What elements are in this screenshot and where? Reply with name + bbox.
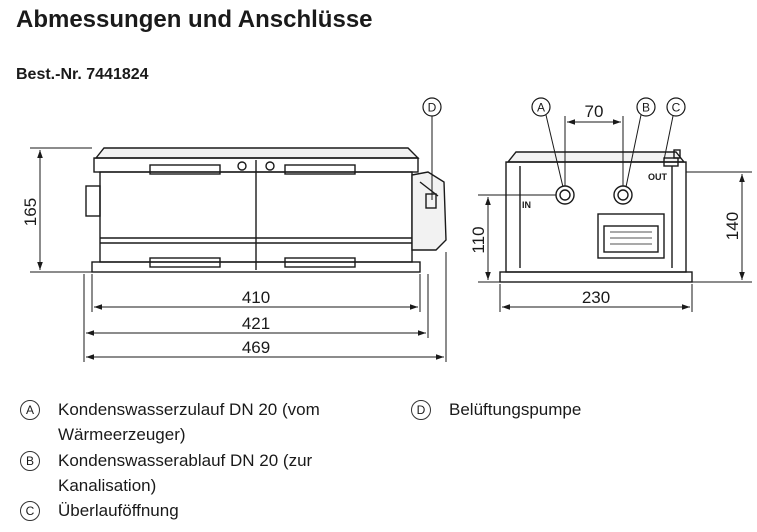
overflow-c-port xyxy=(663,157,679,167)
side-view xyxy=(499,149,693,283)
legend-text-d: Belüftungspumpe xyxy=(449,400,582,419)
legend-text-b: Kondenswasserablauf DN 20 (zur Kanalisat… xyxy=(58,451,313,495)
front-view xyxy=(85,147,447,273)
page-title: Abmessungen und Anschlüsse xyxy=(16,6,373,33)
side-dimensions xyxy=(478,116,752,312)
callout-c: C xyxy=(663,97,686,161)
front-lid xyxy=(94,147,420,159)
dim-label-110: 110 xyxy=(469,226,488,253)
legend-item-b: B Kondenswasserablauf DN 20 (zur Kanalis… xyxy=(20,448,398,498)
svg-text:D: D xyxy=(428,101,437,115)
outlet-b-port xyxy=(613,185,633,205)
legend-key-d: D xyxy=(411,400,431,420)
front-clip-top-left xyxy=(149,164,221,175)
legend-item-d: D Belüftungspumpe xyxy=(411,397,749,422)
label-in: IN xyxy=(522,200,531,210)
label-out: OUT xyxy=(648,172,668,182)
dim-label-410: 410 xyxy=(242,288,270,307)
inlet-a-port xyxy=(555,185,575,205)
front-base xyxy=(91,261,421,273)
svg-text:B: B xyxy=(642,101,650,115)
callout-d: D xyxy=(422,97,442,200)
front-clip-top-right xyxy=(284,164,356,175)
callout-b: B xyxy=(625,97,656,188)
order-number: Best.-Nr. 7441824 xyxy=(16,66,149,83)
side-lid xyxy=(506,151,686,163)
legend-key-a: A xyxy=(20,400,40,420)
svg-text:C: C xyxy=(672,101,681,115)
legend-key-c: C xyxy=(20,501,40,521)
legend-key-b: B xyxy=(20,451,40,471)
dim-label-140: 140 xyxy=(723,212,742,240)
ventilation-pump-housing xyxy=(411,171,447,251)
legend-text-c: Überlauföffnung xyxy=(58,501,179,520)
dim-label-469: 469 xyxy=(242,338,270,357)
front-dimensions xyxy=(30,147,447,362)
front-inlet-stub xyxy=(85,185,101,217)
front-screw xyxy=(237,161,247,171)
legend-item-a: A Kondenswasserzulauf DN 20 (vom Wärmeer… xyxy=(20,397,398,447)
dim-label-230: 230 xyxy=(582,288,610,307)
side-label-plate xyxy=(597,213,665,259)
legend-text-a: Kondenswasserzulauf DN 20 (vom Wärmeerze… xyxy=(58,400,320,444)
technical-drawing: 165 410 421 469 D IN xyxy=(21,97,752,362)
side-base xyxy=(499,271,693,283)
dim-label-165: 165 xyxy=(21,198,40,226)
svg-text:A: A xyxy=(537,101,545,115)
dim-label-421: 421 xyxy=(242,314,270,333)
callout-a: A xyxy=(531,97,564,188)
dim-label-70: 70 xyxy=(585,102,604,121)
legend-item-c: C Überlauföffnung xyxy=(20,498,398,523)
